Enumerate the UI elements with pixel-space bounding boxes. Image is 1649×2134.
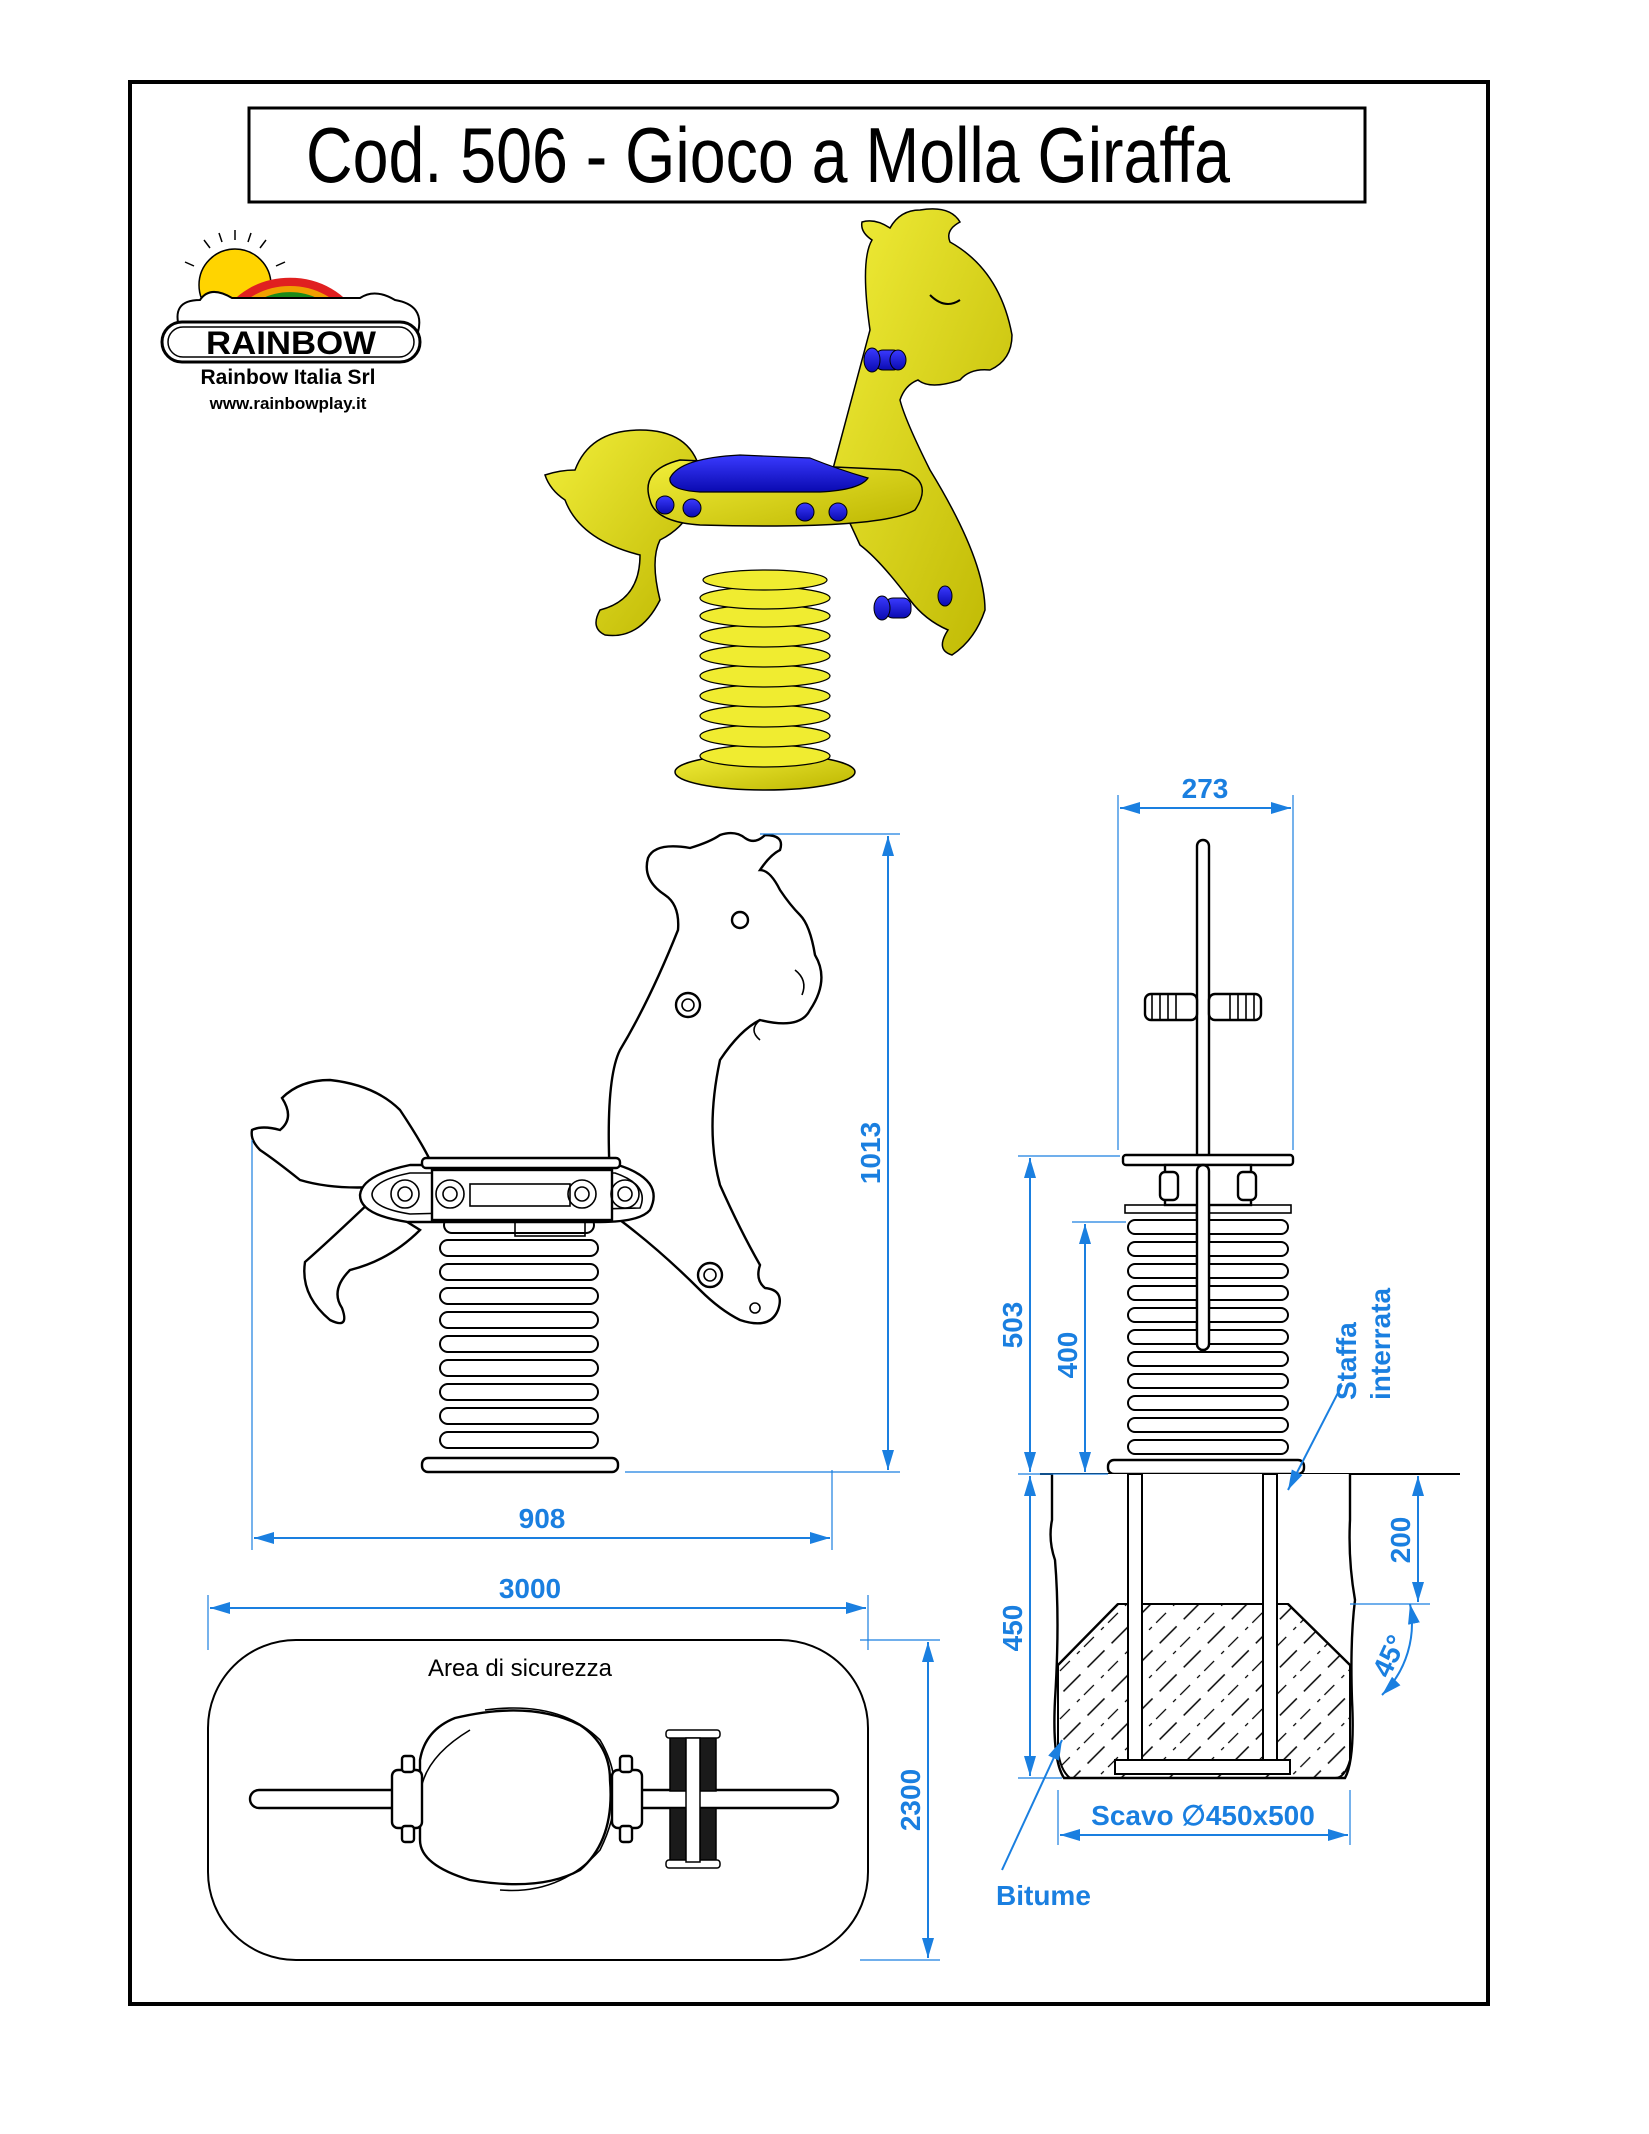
rainbow-logo: RAINBOW Rainbow Italia Srl www.rainbowpl…	[160, 230, 422, 413]
dimension-273: 273	[1182, 773, 1229, 804]
front-view-handles	[1143, 992, 1263, 1022]
title-block: Cod. 506 - Gioco a Molla Giraffa	[247, 106, 1367, 204]
dimension-200: 200	[1385, 1517, 1416, 1564]
dimension-503: 503	[997, 1302, 1028, 1349]
side-view-dimensions: 1013 908	[251, 833, 900, 1550]
page-frame	[128, 80, 1490, 2006]
dimension-3000: 3000	[499, 1573, 561, 1604]
plan-dimensions: 3000 2300	[207, 1573, 940, 1961]
render-handle	[863, 347, 953, 621]
excavation-label: Scavo ∅450x500	[1091, 1800, 1315, 1831]
safety-area-label: Area di sicurezza	[428, 1655, 613, 1682]
dimension-2300: 2300	[895, 1769, 926, 1831]
buried-bracket-label-line2: interrata	[1365, 1288, 1396, 1400]
logo-website: www.rainbowplay.it	[209, 394, 367, 413]
side-view-spring	[439, 1216, 599, 1449]
logo-brand: RAINBOW	[206, 325, 377, 361]
page-title: Cod. 506 - Gioco a Molla Giraffa	[306, 111, 1231, 199]
top-view-drawing	[248, 1707, 840, 1892]
safety-area-plan: Area di sicurezza	[207, 1639, 869, 1961]
dimension-1013: 1013	[855, 1122, 886, 1184]
front-view-drawing	[1106, 838, 1306, 1476]
logo-company: Rainbow Italia Srl	[200, 366, 375, 389]
front-view-dimensions: 273 503 400 450 200 45° Scavo ∅450x500 S…	[996, 773, 1430, 1911]
bitumen-label: Bitume	[996, 1880, 1091, 1911]
buried-bracket-label-line1: Staffa	[1331, 1322, 1362, 1400]
dimension-908: 908	[519, 1503, 566, 1534]
giraffe-3d-render	[544, 208, 1013, 791]
side-view-drawing	[250, 831, 823, 1474]
dimension-450: 450	[997, 1605, 1028, 1652]
top-view-handles	[665, 1729, 721, 1869]
foundation-section	[1040, 1473, 1460, 1780]
dimension-400: 400	[1052, 1332, 1083, 1379]
render-spring	[699, 569, 831, 768]
dimension-angle-45: 45°	[1366, 1630, 1412, 1681]
